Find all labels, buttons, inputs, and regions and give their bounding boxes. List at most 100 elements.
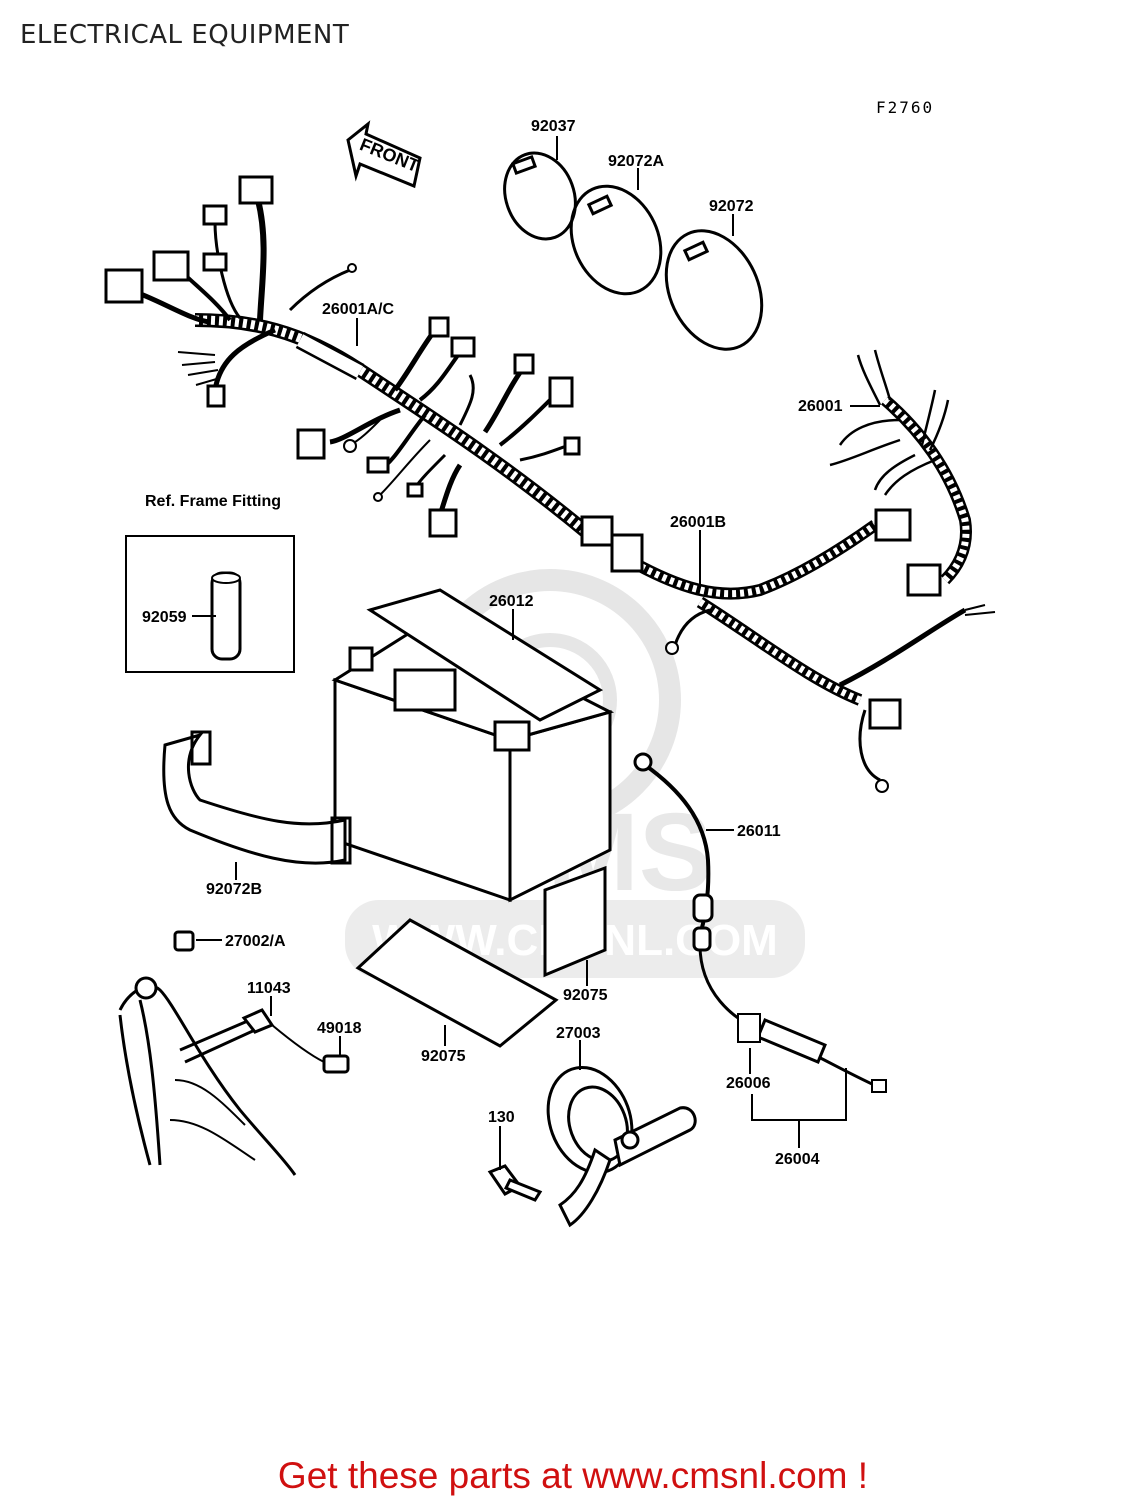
battery-pad-92075-bottom [355, 918, 559, 1048]
frame-tube-down-outer [118, 1014, 152, 1166]
harness-pigtail-wires [177, 351, 221, 386]
harness-connector-12 [296, 428, 326, 460]
collar-92059 [210, 571, 242, 661]
label-11043: 11043 [247, 980, 291, 997]
sub-harness-connector-left [610, 533, 644, 573]
harness-connector-14 [428, 508, 458, 538]
sub-harness-connector-lower [868, 698, 902, 730]
clamp-band-92072A [569, 184, 663, 296]
clamp-band-92037-tab [510, 154, 538, 176]
fuse-lead-26004 [692, 926, 887, 1093]
frame-tube-down [138, 999, 162, 1166]
battery-terminal-right [493, 720, 531, 752]
exploded-parts-diagram: CMS WWW.CMSNL.COM F2760 FRONT [104, 98, 996, 1228]
sub-harness-ground-eye [665, 641, 679, 655]
battery-terminal-left [348, 646, 374, 672]
battery-label-plate [393, 668, 457, 712]
front-arrow-shape [346, 120, 422, 189]
clamp-band-92037 [503, 151, 577, 241]
inset-title: Ref. Frame Fitting [145, 493, 281, 510]
label-26001: 26001 [798, 398, 843, 415]
sub-harness-branch-eye [858, 709, 881, 782]
horn-27003 [546, 1065, 697, 1228]
harness-trunk-braid [194, 315, 593, 539]
harness-connector-8 [450, 336, 476, 358]
harness-sleeve-fill [296, 334, 364, 378]
harness-branch-15 [437, 463, 463, 516]
harness-connector-1 [238, 175, 274, 205]
harness-26001-wires [829, 349, 950, 496]
label-26001B: 26001B [670, 514, 726, 531]
harness-branch-7 [392, 328, 438, 392]
bolt-shank [503, 1178, 543, 1202]
harness-connector-13 [366, 456, 390, 474]
harness-connector-6 [206, 384, 226, 408]
label-26012: 26012 [489, 593, 534, 610]
horn-bracket-upper [613, 1106, 697, 1168]
sub-harness-lower-braid [698, 599, 862, 704]
label-26001AC: 26001A/C [322, 301, 394, 318]
label-26004: 26004 [775, 1151, 820, 1168]
sub-harness-branch-right [838, 607, 967, 688]
sub-harness-eye-terminal [875, 779, 889, 793]
leader-lines [192, 136, 880, 1170]
battery-pad-92075-side [543, 865, 607, 978]
label-49018: 49018 [317, 1020, 362, 1037]
bolt-130 [487, 1164, 543, 1202]
label-92037: 92037 [531, 118, 576, 135]
part-labels: 92037 92072A 92072 26001A/C 26001 26001B… [142, 118, 843, 1168]
harness-connector-10 [548, 376, 574, 408]
label-92059: 92059 [142, 609, 187, 626]
harness-connector-3 [104, 268, 144, 304]
harness-26001-braid [882, 397, 970, 583]
harness-branch-10 [482, 368, 524, 434]
sub-harness-terminals [964, 604, 996, 616]
horn-bracket-lower [558, 1147, 612, 1228]
fuse-lead-terminal [692, 926, 712, 952]
inset-frame [125, 535, 295, 673]
label-130: 130 [488, 1109, 515, 1126]
strap-buckle-top [190, 730, 212, 766]
frame-section [118, 976, 297, 1176]
harness-branch-9 [458, 374, 475, 426]
connector-49018 [322, 1054, 350, 1074]
battery-strap-92072B [162, 730, 352, 865]
frame-cross-brace [179, 1018, 256, 1064]
clamp-band-92072A-tab [586, 194, 614, 216]
ground-cable-26011 [633, 752, 714, 936]
diagram-code: F2760 [876, 98, 934, 117]
label-27003: 27003 [556, 1025, 601, 1042]
label-92072: 92072 [709, 198, 754, 215]
label-27002A: 27002/A [225, 933, 286, 950]
harness-branch-2 [213, 221, 242, 319]
harness-branch-5 [212, 327, 276, 391]
label-92075-bottom: 92075 [421, 1048, 466, 1065]
main-wiring-harness-26001AC [104, 175, 614, 547]
harness-connector-9 [513, 353, 535, 375]
label-26006: 26006 [726, 1075, 771, 1092]
harness-connector-11 [563, 436, 581, 456]
harness-branch-6 [288, 268, 351, 312]
harness-branch-1 [255, 199, 267, 321]
harness-connector-16 [580, 515, 614, 547]
sub-harness-lower-outline [696, 596, 863, 706]
fuse-holder-26006 [756, 1018, 827, 1064]
connector-49018-lead [271, 1024, 325, 1063]
page-title: ELECTRICAL EQUIPMENT [20, 20, 350, 50]
harness-26001-connector [906, 563, 942, 597]
ground-cable-boot [692, 893, 714, 923]
harness-terminal-2 [373, 492, 383, 502]
promo-footer: Get these parts at www.cmsnl.com ! [277, 1455, 869, 1496]
strap-buckle-end [330, 816, 352, 865]
sub-harness-upper-outline [616, 520, 879, 600]
collar-92059-top [211, 572, 241, 584]
harness-branch-17 [379, 439, 431, 496]
fuse-lead-end [871, 1079, 887, 1093]
sub-harness-connector-right [874, 508, 912, 542]
label-92075-side: 92075 [563, 987, 608, 1004]
clamp-band-92072 [664, 229, 764, 351]
strap-body [162, 732, 347, 865]
label-92072A: 92072A [608, 153, 664, 170]
battery-26012 [331, 588, 615, 903]
